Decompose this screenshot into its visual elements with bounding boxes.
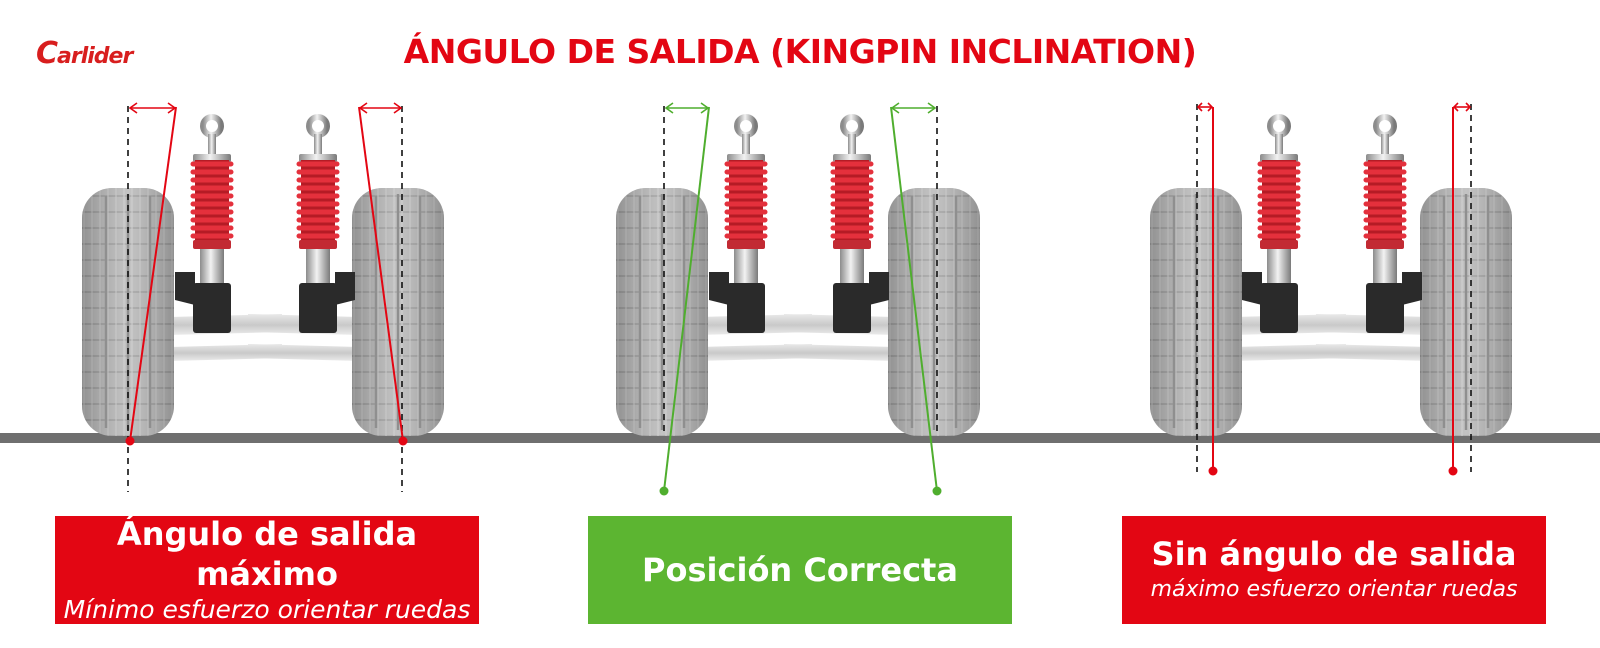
right-contact-point bbox=[932, 486, 942, 496]
ground-line bbox=[0, 433, 1600, 443]
logo-initial: C bbox=[36, 36, 58, 71]
left-shock-absorber bbox=[727, 117, 765, 333]
left-knuckle bbox=[709, 272, 729, 305]
left-shock-absorber bbox=[193, 117, 231, 333]
right-shock-absorber bbox=[833, 117, 871, 333]
panel-subtitle: Mínimo esfuerzo orientar ruedas bbox=[63, 595, 471, 624]
left-wheel bbox=[1148, 186, 1244, 438]
right-kingpin-axis bbox=[358, 106, 404, 442]
right-knuckle bbox=[335, 272, 355, 305]
left-knuckle bbox=[1242, 272, 1262, 305]
panel-maximum-inclination: Ángulo de salida máximo Mínimo esfuerzo … bbox=[55, 515, 479, 624]
left-kingpin-axis bbox=[663, 106, 710, 492]
right-contact-point bbox=[1448, 466, 1458, 476]
right-knuckle bbox=[869, 272, 889, 305]
left-contact-point bbox=[659, 486, 669, 496]
left-angle-arrow bbox=[1196, 102, 1214, 112]
right-contact-point bbox=[398, 436, 408, 446]
panel-subtitle: máximo esfuerzo orientar ruedas bbox=[1150, 577, 1518, 602]
left-angle-arrow bbox=[128, 102, 177, 114]
right-shock-absorber bbox=[1366, 117, 1404, 333]
carlider-logo: Carlider bbox=[36, 36, 133, 71]
left-angle-arrow bbox=[664, 102, 710, 114]
panel-title: Sin ángulo de salida bbox=[1151, 535, 1517, 573]
diagram-title: ÁNGULO DE SALIDA (KINGPIN INCLINATION) bbox=[403, 32, 1197, 71]
panel-correct-position: Posición Correcta bbox=[588, 516, 1012, 624]
config-maximum-inclination bbox=[80, 102, 446, 492]
right-wheel bbox=[886, 186, 982, 438]
right-kingpin-axis bbox=[890, 106, 938, 492]
left-contact-point bbox=[1208, 466, 1218, 476]
config-no-inclination bbox=[1148, 102, 1514, 476]
right-knuckle bbox=[1402, 272, 1422, 305]
right-wheel bbox=[1418, 186, 1514, 438]
left-kingpin-axis bbox=[129, 106, 177, 442]
config-correct-inclination bbox=[614, 102, 982, 496]
left-contact-point bbox=[125, 436, 135, 446]
logo-text: arlider bbox=[57, 44, 133, 69]
right-angle-arrow bbox=[1452, 102, 1472, 112]
right-shock-absorber bbox=[299, 117, 337, 333]
right-angle-arrow bbox=[358, 102, 403, 114]
panel-title: Ángulo de salida máximo bbox=[116, 515, 418, 593]
panel-title: Posición Correcta bbox=[642, 551, 958, 589]
left-knuckle bbox=[175, 272, 195, 305]
left-shock-absorber bbox=[1260, 117, 1298, 333]
right-angle-arrow bbox=[890, 102, 937, 114]
panel-no-inclination: Sin ángulo de salida máximo esfuerzo ori… bbox=[1122, 516, 1546, 624]
